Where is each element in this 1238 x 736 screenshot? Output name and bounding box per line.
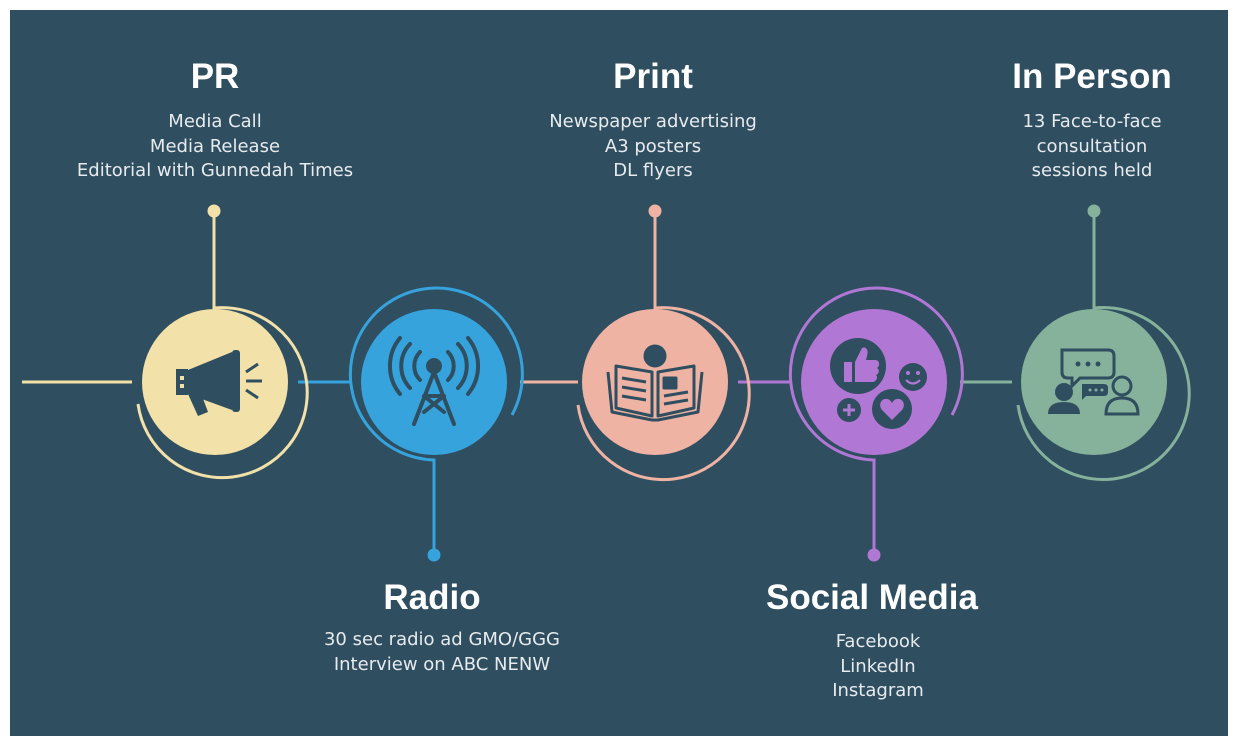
print-line: DL flyers bbox=[613, 160, 693, 181]
conversation-icon bbox=[1048, 348, 1140, 416]
radio-description: 30 sec radio ad GMO/GGG Interview on ABC… bbox=[324, 628, 560, 677]
social-description: Facebook LinkedIn Instagram bbox=[832, 630, 924, 704]
inperson-pin bbox=[1087, 204, 1101, 218]
social-line: Instagram bbox=[832, 680, 924, 701]
pr-ring bbox=[136, 215, 309, 480]
inperson-circle bbox=[1021, 309, 1167, 455]
radio-tower-icon bbox=[388, 336, 480, 426]
pr-line: Editorial with Gunnedah Times bbox=[76, 160, 354, 181]
inperson-title: In Person bbox=[1012, 57, 1172, 96]
social-line: LinkedIn bbox=[840, 655, 916, 677]
print-line: A3 posters bbox=[604, 135, 702, 157]
print-title: Print bbox=[613, 57, 693, 96]
inperson-ring bbox=[1016, 215, 1191, 481]
radio-line: Interview on ABC NENW bbox=[333, 653, 551, 675]
social-node bbox=[788, 286, 964, 562]
social-ring bbox=[788, 286, 964, 553]
radio-title: Radio bbox=[383, 578, 481, 617]
print-node bbox=[576, 204, 751, 482]
radio-pin bbox=[427, 548, 441, 562]
radio-node bbox=[348, 286, 524, 562]
print-circle bbox=[582, 309, 728, 455]
pr-line: Media Release bbox=[149, 135, 281, 157]
social-pin bbox=[867, 548, 881, 562]
social-title: Social Media bbox=[765, 578, 979, 617]
social-line: Facebook bbox=[835, 631, 921, 652]
print-pin bbox=[648, 204, 662, 218]
pr-title: PR bbox=[190, 57, 240, 96]
print-ring bbox=[576, 215, 751, 482]
pr-line: Media Call bbox=[168, 111, 262, 132]
radio-circle bbox=[361, 309, 507, 455]
inperson-description: 13 Face-to-face consultation sessions he… bbox=[1022, 110, 1161, 184]
inperson-node bbox=[1016, 204, 1191, 481]
inperson-line: consultation bbox=[1036, 135, 1148, 157]
inperson-line: sessions held bbox=[1031, 160, 1153, 181]
pr-pin bbox=[207, 204, 221, 218]
social-media-icon bbox=[830, 338, 927, 429]
radio-ring bbox=[348, 286, 524, 553]
radio-line: 30 sec radio ad GMO/GGG bbox=[323, 629, 561, 650]
print-description: Newspaper advertising A3 posters DL flye… bbox=[549, 110, 757, 184]
pr-node bbox=[136, 204, 309, 480]
newspaper-icon bbox=[606, 344, 704, 422]
print-line: Newspaper advertising bbox=[549, 111, 757, 132]
megaphone-icon bbox=[176, 350, 262, 416]
inperson-line: 13 Face-to-face bbox=[1022, 111, 1162, 132]
pr-description: Media Call Media Release Editorial with … bbox=[77, 110, 353, 184]
